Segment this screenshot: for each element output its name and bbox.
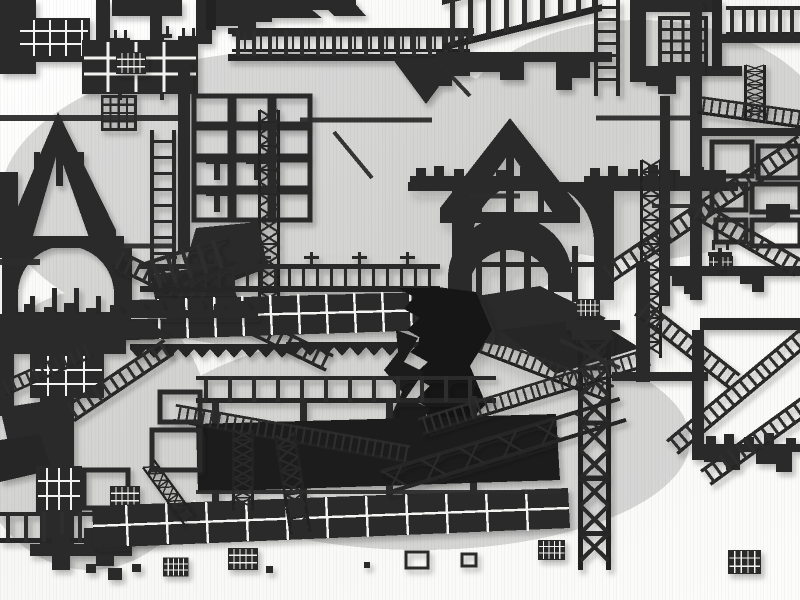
mullioned-window <box>727 549 762 575</box>
railing <box>196 376 496 403</box>
stair-treads <box>236 30 464 56</box>
ramp-mullions <box>92 489 570 547</box>
ambient-shadows <box>0 20 800 570</box>
stair-flight <box>144 235 236 292</box>
mullioned-window <box>537 539 566 561</box>
pilaster <box>660 96 670 306</box>
region-left-pylon <box>0 299 258 570</box>
region-mid-balustrade <box>130 235 446 358</box>
finial-cluster <box>708 240 732 270</box>
mullioned-window <box>30 354 104 398</box>
pilaster <box>178 62 190 252</box>
region-lower-right <box>380 240 800 575</box>
mullioned-window <box>162 557 190 577</box>
region-lower-left-details <box>141 389 203 577</box>
deck-slab <box>196 414 560 492</box>
region-top-band <box>0 0 800 121</box>
mullioned-window <box>575 298 601 318</box>
round-arch <box>452 181 614 300</box>
region-top-right <box>660 0 800 306</box>
region-lower-center <box>92 376 570 571</box>
balustrade-pickets <box>148 266 431 288</box>
gable-roof <box>8 112 116 246</box>
pilaster <box>690 0 702 300</box>
mullioned-window <box>36 466 82 512</box>
stepped-foot <box>30 528 132 570</box>
window-block <box>18 18 90 58</box>
window-mullions <box>20 20 88 56</box>
truss-girder <box>380 396 627 495</box>
scattered-fragments <box>86 562 370 580</box>
ladder <box>594 0 620 96</box>
pylon-head <box>0 336 126 354</box>
mullioned-window <box>115 51 147 75</box>
cornice-band <box>408 182 738 191</box>
arch-mullions <box>456 228 612 302</box>
mullioned-window <box>227 547 259 571</box>
stair-flight <box>442 0 602 51</box>
connecting-linework <box>0 62 700 494</box>
